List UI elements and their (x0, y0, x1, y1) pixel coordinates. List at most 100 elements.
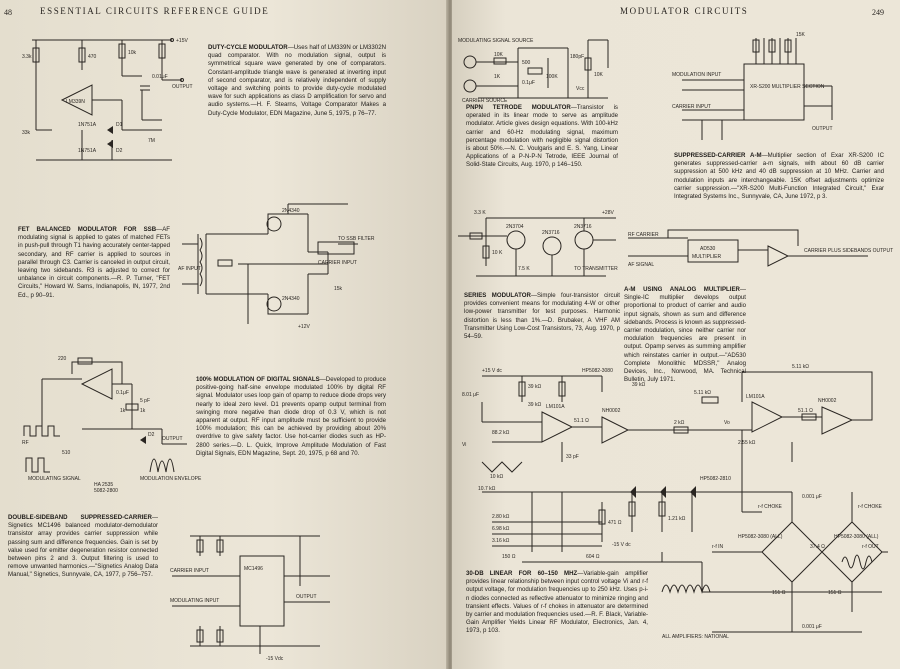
duty-cycle-modulator-caption: DUTY-CYCLE MODULATOR—Uses half of LM339N… (208, 44, 386, 118)
duty-label-r1: 3.3k (22, 54, 32, 60)
linear-label-r151-b: 151 Ω (828, 590, 842, 596)
duty-label-r5: 7M (148, 138, 155, 144)
series-modulator-title: SERIES MODULATOR (464, 292, 531, 299)
analog-multiplier-schematic: RF CARRIER AF SIGNAL AD530 MULTIPLIER CA… (628, 226, 893, 268)
linear-label-lm101a-b: LM101A (746, 394, 765, 400)
fet-label-carrier-input: CARRIER INPUT (318, 260, 357, 266)
digital-label-output: OUTPUT (162, 436, 183, 442)
linear-label-r316k: 3.16 kΩ (492, 538, 510, 544)
pnpn-tetrode-text: —Transistor is operated in its linear mo… (466, 104, 618, 169)
series-label-q1: 2N3704 (506, 224, 524, 230)
linear-label-r511-a: 51.1 Ω (574, 418, 589, 424)
linear-label-r150: 150 Ω (502, 554, 516, 560)
xr-label-mod-input: MODULATION INPUT (672, 72, 721, 78)
linear-label-r511k-a: 5.11 kΩ (694, 390, 711, 396)
linear-label-hp3080-c: HP5082-3080 (ALL) (834, 534, 879, 540)
fet-label-q1: 2N4340 (282, 208, 300, 214)
right-page-header: MODULATOR CIRCUITS (620, 6, 749, 16)
linear-label-r10k: 10 kΩ (490, 474, 503, 480)
linear-label-rf-out: r-f OUT (862, 544, 879, 550)
duty-label-d2: D2 (116, 148, 123, 154)
linear-label-hp2810: HP5082-2810 (700, 476, 731, 482)
xr-s200-title: SUPPRESSED-CARRIER A-M (674, 152, 762, 159)
linear-modulator-schematic: +15 V dc 39 kΩ HP5082-3080 39 kΩ 8.01 μF… (462, 364, 888, 640)
digital-modulation-caption: 100% MODULATION OF DIGITAL SIGNALS—Devel… (196, 376, 386, 458)
xr-s200-text: —Multiplier section of Exar XR-S200 IC g… (674, 152, 884, 201)
dsb-caption: DOUBLE-SIDEBAND SUPPRESSED-CARRIER—Signe… (8, 514, 158, 580)
fet-label-r: 15k (334, 286, 343, 292)
linear-label-r39k-c: 39 kΩ (528, 402, 541, 408)
pnpn-label-c1: 0.1μF (522, 80, 535, 86)
linear-label-r39k-b: 39 kΩ (632, 382, 645, 388)
dsb-title: DOUBLE-SIDEBAND SUPPRESSED-CARRIER (8, 514, 152, 521)
analog-label-mult: MULTIPLIER (692, 254, 721, 260)
series-label-to-tx: TO TRANSMITTER (574, 266, 618, 272)
series-label-q3: 2N3716 (574, 224, 592, 230)
fet-balanced-modulator-caption: FET BALANCED MODULATOR FOR SSB—AF modula… (18, 226, 170, 300)
dsb-label-supply: -15 Vdc (266, 656, 284, 662)
linear-label-nh0002-b: NH0002 (818, 398, 837, 404)
analog-multiplier-caption: A-M USING ANALOG MULTIPLIER—Single-IC mu… (624, 286, 746, 384)
pnpn-label-mod-source: MODULATING SIGNAL SOURCE (458, 38, 534, 44)
linear-label-nh0002-a: NH0002 (602, 408, 621, 414)
left-page-header: ESSENTIAL CIRCUITS REFERENCE GUIDE (40, 6, 270, 16)
duty-label-z2: 1N751A (78, 148, 97, 154)
dsb-label-mod: MODULATING INPUT (170, 598, 219, 604)
series-label-supply: +28V (602, 210, 614, 216)
pnpn-tetrode-title: PNPN TETRODE MODULATOR (466, 104, 571, 111)
book-gutter (446, 0, 454, 669)
digital-label-diode: 5082-2800 (94, 488, 118, 494)
dsb-label-output: OUTPUT (296, 594, 317, 600)
digital-label-r1k-a: 1k (120, 408, 126, 414)
linear-label-r511-b: 51.1 Ω (798, 408, 813, 414)
linear-label-r471: 471 Ω (608, 520, 622, 526)
digital-label-d2: D2 (148, 432, 155, 438)
fet-label-q2: 2N4340 (282, 296, 300, 302)
series-label-r2: 10 K (492, 250, 503, 256)
duty-label-ic: LM339N (66, 99, 85, 105)
xr-label-carrier-input: CARRIER INPUT (672, 104, 711, 110)
linear-label-r255k: 2.55 kΩ (738, 440, 756, 446)
pnpn-label-vcc: Vcc (576, 86, 585, 92)
duty-label-output: OUTPUT (172, 84, 193, 90)
linear-label-r511k-b: 5.11 kΩ (792, 364, 809, 370)
linear-label-neg15v: -15 V dc (612, 542, 631, 548)
analog-label-rf-carrier: RF CARRIER (628, 232, 659, 238)
linear-label-r121k: 1.21 kΩ (668, 516, 686, 522)
linear-label-r280k: 2.80 kΩ (492, 514, 510, 520)
linear-label-choke-b: r-f CHOKE (858, 504, 883, 510)
analog-multiplier-text: —Single-IC multiplier develops output pr… (624, 286, 746, 384)
dsb-text: —Signetics MC1496 balanced modulator-dem… (8, 514, 158, 579)
digital-modulation-text: —Developed to produce positive-going hal… (196, 376, 386, 457)
linear-label-c0001-b: 0.001 μF (802, 624, 822, 630)
linear-label-vo: Vo (724, 420, 730, 426)
linear-label-r604: 604 Ω (586, 554, 600, 560)
pnpn-label-carrier-source: CARRIER SOURCE (462, 98, 508, 104)
series-label-q2: 2N3716 (542, 230, 560, 236)
analog-label-ic: AD530 (700, 246, 716, 252)
duty-cycle-modulator-text: —Uses half of LM339N or LM3302N quad com… (208, 44, 386, 117)
left-page: 48 ESSENTIAL CIRCUITS REFERENCE GUIDE +1… (0, 0, 448, 669)
digital-label-rf: RF (22, 440, 29, 446)
analog-multiplier-title: A-M USING ANALOG MULTIPLIER (624, 286, 740, 293)
xr-s200-schematic: XR-S200 MULTIPLIER SECTION MODULATION IN… (672, 32, 833, 150)
digital-modulation-title: 100% MODULATION OF DIGITAL SIGNALS (196, 376, 320, 383)
pnpn-tetrode-caption: PNPN TETRODE MODULATOR—Transistor is ope… (466, 104, 618, 170)
fet-label-supply: +12V (298, 324, 310, 330)
duty-label-r2: 470 (88, 54, 97, 60)
left-page-number: 48 (4, 8, 12, 17)
duty-label-15v: +15V (176, 38, 188, 44)
linear-label-vi: Vi (462, 442, 466, 448)
fet-label-af-input: AF INPUT (178, 266, 201, 272)
pnpn-label-r3: 500 (522, 60, 531, 66)
linear-label-c0001-a: 0.001 μF (802, 494, 822, 500)
linear-label-r882k: 88.2 kΩ (492, 430, 510, 436)
fet-label-ssb-filter: TO SSB FILTER (338, 236, 375, 242)
duty-label-r4: 33k (22, 130, 31, 136)
duty-label-cap: 0.01μF (152, 74, 168, 80)
linear-label-cap: 8.01 μF (462, 392, 479, 398)
linear-label-hp3080-b: HP5082-3080 (ALL) (738, 534, 783, 540)
pnpn-tetrode-schematic: MODULATING SIGNAL SOURCE CARRIER SOURCE … (458, 38, 618, 104)
analog-label-output: CARRIER PLUS SIDEBANDS OUTPUT (804, 248, 893, 254)
